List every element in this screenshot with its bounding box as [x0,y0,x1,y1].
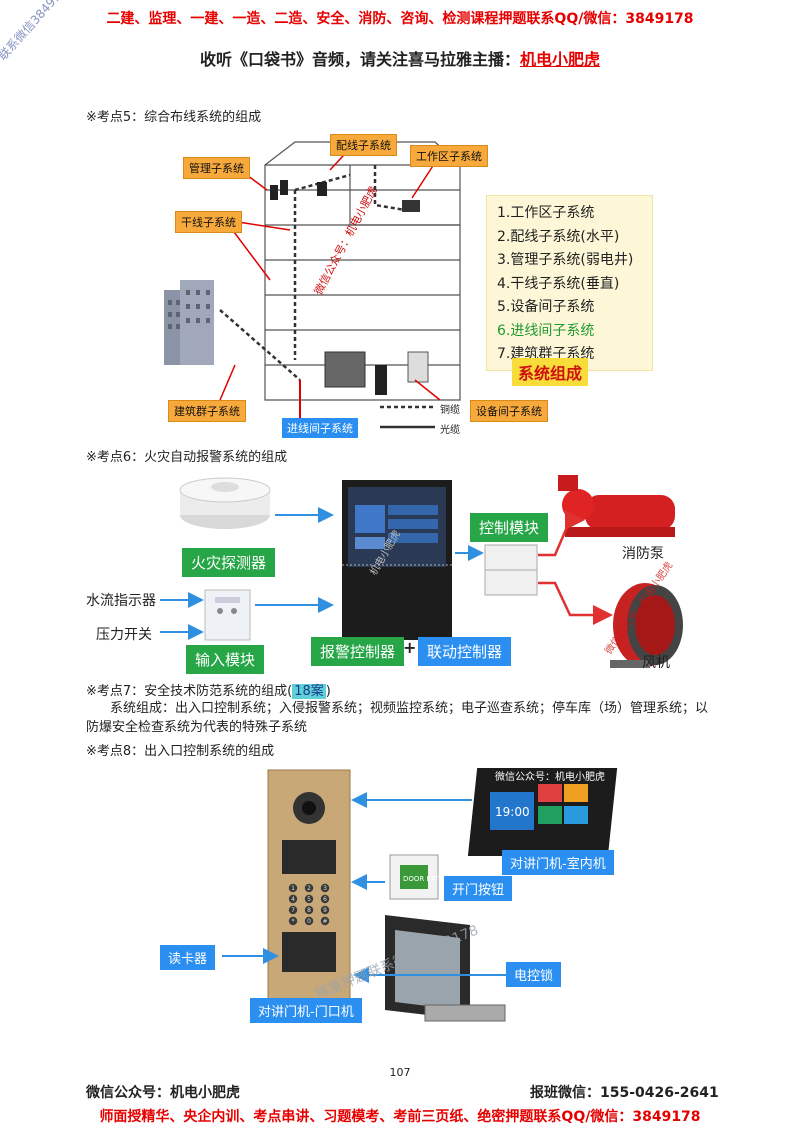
keypad-key-label: 2 [307,885,311,892]
label-water-flow: 水流指示器 [86,593,156,609]
label-building-group: 建筑群子系统 [168,400,246,422]
label-alarm-controller: 报警控制器 [311,637,405,666]
keypad-key [304,916,314,926]
keypad-key [304,894,314,904]
legend-item: 3.管理子系统(弱电井) [497,252,634,268]
bottom-banner: 师面授精华、央企内训、考点串讲、习题模考、考前三页纸、绝密押题联系QQ/微信：3… [99,1109,701,1125]
management-cabinet-2 [280,180,288,195]
legend-item: 2.配线子系统(水平) [497,228,620,245]
keypad-key-label: 7 [291,907,295,914]
keypad-key [320,916,330,926]
keypad-key-label: 3 [323,885,327,892]
label-fire-detector: 火灾探测器 [182,548,276,577]
legend-item: 6.进线间子系统 [497,322,595,339]
smoke-detector-icon [179,477,271,529]
equipment-rack [324,351,366,388]
neighbor-building [164,280,214,365]
label-equipment-room: 设备间子系统 [470,400,548,422]
subsystem-legend: 1.工作区子系统 2.配线子系统(水平) 3.管理子系统(弱电井) 4.干线子系… [486,195,653,371]
label-indoor-unit: 对讲门机-室内机 [502,850,614,875]
section5-title: ※考点5：综合布线系统的组成 [86,110,262,125]
label-door-unit: 对讲门机-门口机 [250,998,362,1023]
footer-wechat-left: 微信公众号：机电小肥虎 [86,1085,240,1101]
label-control-module: 控制模块 [470,513,549,542]
keypad-key [304,905,314,915]
input-module-icon [204,589,251,641]
label-linkage-controller: 联动控制器 [418,637,512,666]
keypad-key-label: 4 [291,896,295,903]
label-entrance: 进线间子系统 [282,418,358,438]
door [407,351,429,383]
label-management: 管理子系统 [183,157,250,179]
page-number: 107 [389,1066,411,1079]
section7-title: ※考点7：安全技术防范系统的组成(18案) [86,684,331,699]
section7-title-text: ※考点7：安全技术防范系统的组成 [86,684,288,699]
keypad-key [288,916,298,926]
section7-tag: 18案 [292,684,326,699]
keypad-key-label: 0 [307,918,311,925]
server [375,365,387,395]
exit-button-face: DOOR EXIT [403,875,443,883]
wiring-closet [317,182,327,196]
section7-body: 系统组成：出入口控制系统；入侵报警系统；视频监控系统；电子巡查系统；停车库（场）… [86,701,709,735]
label-electric-lock: 电控锁 [506,962,562,987]
label-fiber: 光缆 [440,425,460,436]
label-pressure-switch: 压力开关 [96,627,152,643]
fire-alarm-diagram [160,475,683,668]
legend-caption: 系统组成 [512,358,589,386]
access-arrows [222,792,510,983]
exit-button-device [389,854,439,900]
label-exit-button: 开门按钮 [444,876,513,901]
fan-icon [610,583,683,668]
alarm-controller-cabinet [342,480,452,640]
keypad-key [320,894,330,904]
indoor-monitor-device [467,768,618,856]
keypad-key [288,894,298,904]
label-work-area: 工作区子系统 [410,145,488,167]
access-control-diagram: 1 2 3 4 5 6 7 8 9 * 0 # 微信公众号：机电小肥虎 19:00 DOOR EXIT [222,768,618,1022]
red-arrows [538,510,613,625]
label-fire-pump: 消防泵 [622,546,664,562]
management-cabinet [270,185,278,200]
keypad-key-label: 6 [323,896,327,903]
legend-item: 4.干线子系统(垂直) [497,275,620,292]
keypad-key [288,883,298,893]
subtitle-prefix: 收听《口袋书》音频，请关注喜马拉雅主播： [199,50,520,69]
top-banner: 二建、监理、一建、一造、二造、安全、消防、咨询、检测课程押题联系QQ/微信：38… [106,11,694,27]
label-backbone: 干线子系统 [175,211,242,233]
keypad-key [320,905,330,915]
section8-title: ※考点8：出入口控制系统的组成 [86,744,275,759]
blue-arrows [160,507,484,640]
label-card-reader: 读卡器 [160,945,216,970]
footer-wechat-right: 报班微信：155-0426-2641 [530,1085,719,1101]
label-copper: 铜缆 [440,405,460,416]
keypad-key-label: * [292,918,295,925]
workstation-pc [402,200,420,212]
keypad-key-label: 8 [307,907,311,914]
keypad-key [304,883,314,893]
keypad-key-label: 5 [307,896,311,903]
label-wiring: 配线子系统 [330,134,397,156]
label-input-module: 输入模块 [186,645,265,674]
door-station-device: 1 2 3 4 5 6 7 8 9 * 0 # [267,769,351,1003]
keypad-key-label: # [322,918,327,925]
fire-pump-icon [558,475,675,537]
label-fan: 风机 [642,655,670,671]
keypad: 1 2 3 4 5 6 7 8 9 * 0 # [288,883,330,926]
keypad-key [288,905,298,915]
subtitle: 收听《口袋书》音频，请关注喜马拉雅主播：机电小肥虎 [0,46,800,70]
indoor-clock: 19:00 [495,805,530,819]
section6-title: ※考点6：火灾自动报警系统的组成 [86,450,288,465]
keypad-key-label: 9 [323,907,327,914]
plus-sign: + [403,638,417,657]
subtitle-highlight: 机电小肥虎 [520,50,601,69]
control-module-icon [484,544,538,596]
keypad-key-label: 1 [291,885,295,892]
indoor-screen-title: 微信公众号：机电小肥虎 [495,770,605,783]
legend-item: 5.设备间子系统 [497,299,595,315]
keypad-key [320,883,330,893]
door-lock-device [385,915,506,1022]
legend-item: 1.工作区子系统 [497,205,595,221]
